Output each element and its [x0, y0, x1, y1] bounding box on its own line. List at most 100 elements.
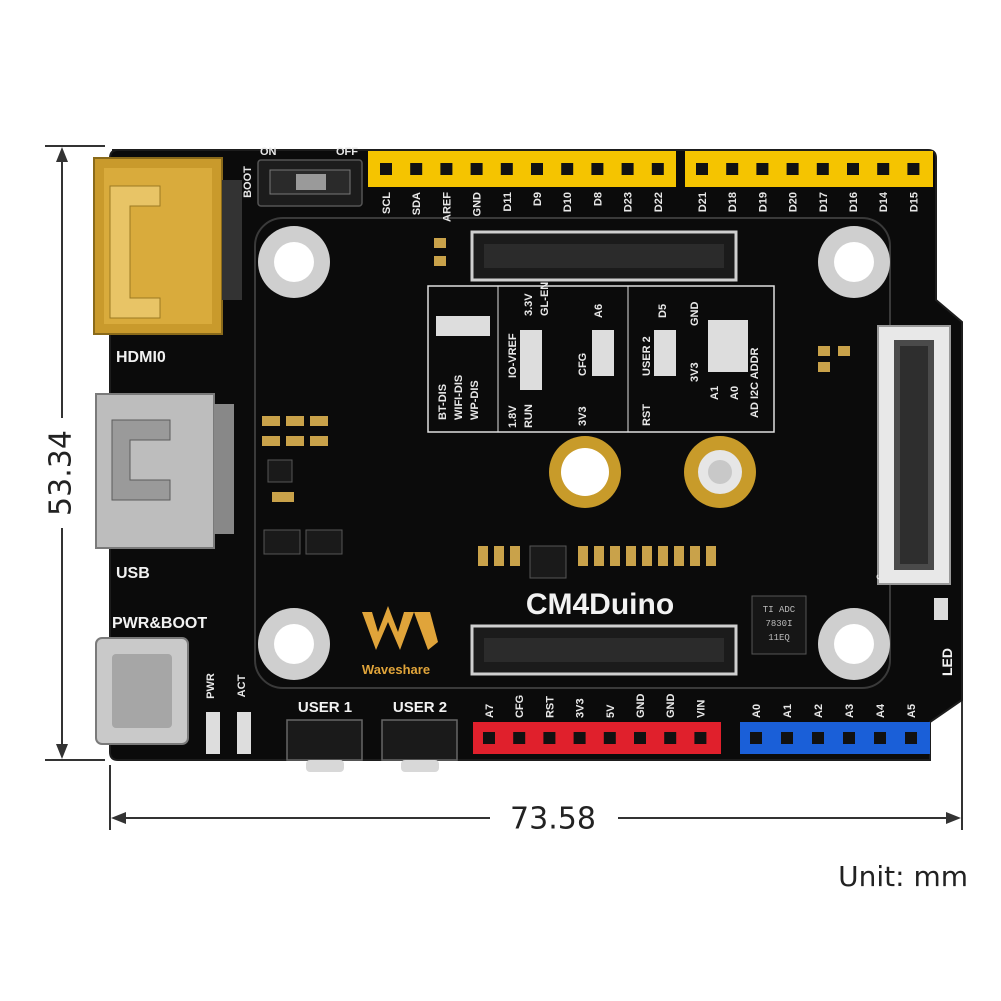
user2-button[interactable] [381, 719, 458, 772]
jumper-label: AD I2C ADDR [749, 347, 761, 418]
header-top-left-pin-label: SCL [381, 192, 393, 214]
header-top-right-pin-label: D20 [788, 192, 800, 212]
jumper-config-box [427, 285, 775, 433]
width-dimension [109, 700, 963, 830]
header-top-right-pin [877, 163, 890, 175]
fpc-pin-label: 6 [875, 574, 887, 580]
header-top-right-pin [907, 163, 920, 175]
header-bottom-red-pin [634, 732, 646, 744]
header-bottom-red-pin-label: CFG [514, 695, 526, 718]
header-top-right-pin-label: D19 [757, 192, 769, 212]
cm4-connector-bottom [470, 624, 738, 676]
mounting-hole-top-right [818, 226, 890, 298]
header-top-left-pin-label: SDA [411, 192, 423, 215]
header-top-left-pin [410, 163, 423, 175]
header-bottom-blue-pin [781, 732, 793, 744]
header-bottom-red-pin-label: A7 [484, 704, 496, 718]
chip-marking: 7830I [765, 619, 792, 629]
header-top-left-pin [500, 163, 513, 175]
header-top-right-pin-label: D21 [697, 192, 709, 212]
mounting-hole-bottom-right [818, 608, 890, 680]
mounting-hole-top-left [258, 226, 330, 298]
chip-marking: TI ADC [763, 605, 796, 615]
jumper-label: WP-DIS [469, 380, 481, 420]
header-top-left-pin [561, 163, 574, 175]
header-bottom-blue-pin-label: A1 [782, 704, 794, 718]
adc-chip [751, 595, 807, 655]
boot-switch[interactable] [257, 159, 363, 207]
header-bottom-red-pin [664, 732, 677, 744]
header-bottom-red-pin-label: 3V3 [575, 698, 587, 718]
header-bottom-blue-pin-label: A0 [751, 704, 763, 718]
adc-chip-text: TI ADC 7830I 11EQ [763, 605, 796, 643]
jumper-label: 1.8V [507, 405, 519, 428]
act-led [237, 712, 251, 754]
header-top-left-pin [531, 163, 543, 175]
user2-label: USER 2 [393, 699, 447, 716]
boot-on-label: ON [260, 146, 277, 158]
header-top-right-pin-label: D14 [878, 191, 890, 212]
standoff-gold [549, 436, 621, 508]
header-top-left-pin-label: D11 [502, 192, 514, 212]
jumper-label: USER 2 [641, 336, 653, 376]
header-bottom-blue-pin-label: A5 [906, 704, 918, 718]
jumper-label: CFG [577, 353, 589, 376]
header-bottom-red-pin-label: 5V [605, 704, 617, 718]
header-bottom-blue-pin-label: A3 [844, 704, 856, 718]
jumper-label: 3V3 [577, 406, 589, 426]
smd-components [262, 238, 850, 566]
brand-name: Waveshare [362, 662, 430, 677]
header-top-right [685, 151, 933, 187]
jumper-label: WIFI-DIS [453, 375, 465, 420]
header-top-left-pin [651, 163, 664, 175]
header-bottom-blue-pin-label: A2 [813, 704, 825, 718]
width-dimension-label: 73.58 [510, 802, 596, 837]
jumper-label: A6 [593, 304, 605, 318]
jumper-label: A1 [709, 386, 721, 400]
user1-label: USER 1 [298, 699, 352, 716]
header-top-left-pin [591, 163, 604, 175]
header-top-right-pin [756, 163, 769, 175]
hdmi-port[interactable] [93, 157, 242, 335]
pwr-led [206, 712, 220, 754]
jumper-label: RST [641, 404, 653, 426]
jumper-label: RUN [523, 404, 535, 428]
usb-port[interactable] [95, 393, 234, 549]
jumper-label: D5 [657, 304, 669, 318]
user1-button[interactable] [286, 719, 363, 772]
header-top-left-pin-label: D9 [532, 192, 544, 206]
header-bottom-red-pin [694, 732, 707, 744]
standoff-brass [684, 436, 756, 508]
header-top-right-pin [816, 163, 829, 175]
header-top-right-pin [847, 163, 859, 175]
header-top-right-pin-label: D17 [818, 192, 830, 212]
boot-label: BOOT [242, 166, 254, 198]
header-bottom-red-pin [603, 732, 616, 744]
jumper-label: A0 [729, 386, 741, 400]
jumper-label: GL-EN [539, 282, 551, 316]
pcb-board [109, 149, 963, 761]
cm4-connector-top [470, 230, 738, 282]
board-title: CM4Duino [526, 588, 674, 621]
header-bottom-red [473, 722, 721, 754]
jumper-label: IO-VREF [507, 333, 519, 378]
header-top-left-pin [470, 163, 483, 175]
boot-off-label: OFF [336, 146, 358, 158]
header-bottom-blue [740, 722, 930, 754]
header-top-left-pin [621, 163, 634, 175]
header-bottom-blue-pin [843, 732, 855, 744]
status-led [934, 598, 948, 620]
pwr-led-label: PWR [205, 673, 217, 699]
pwr-boot-label: PWR&BOOT [112, 615, 207, 632]
usb-c-port[interactable] [95, 637, 189, 745]
chip-marking: 11EQ [768, 633, 790, 643]
header-bottom-red-pin [483, 732, 495, 744]
header-top-right-pin-label: D15 [908, 192, 920, 212]
jumper-label: BT-DIS [437, 384, 449, 420]
height-dimension-label: 53.34 [44, 430, 79, 516]
header-top-left-pin [440, 163, 453, 175]
